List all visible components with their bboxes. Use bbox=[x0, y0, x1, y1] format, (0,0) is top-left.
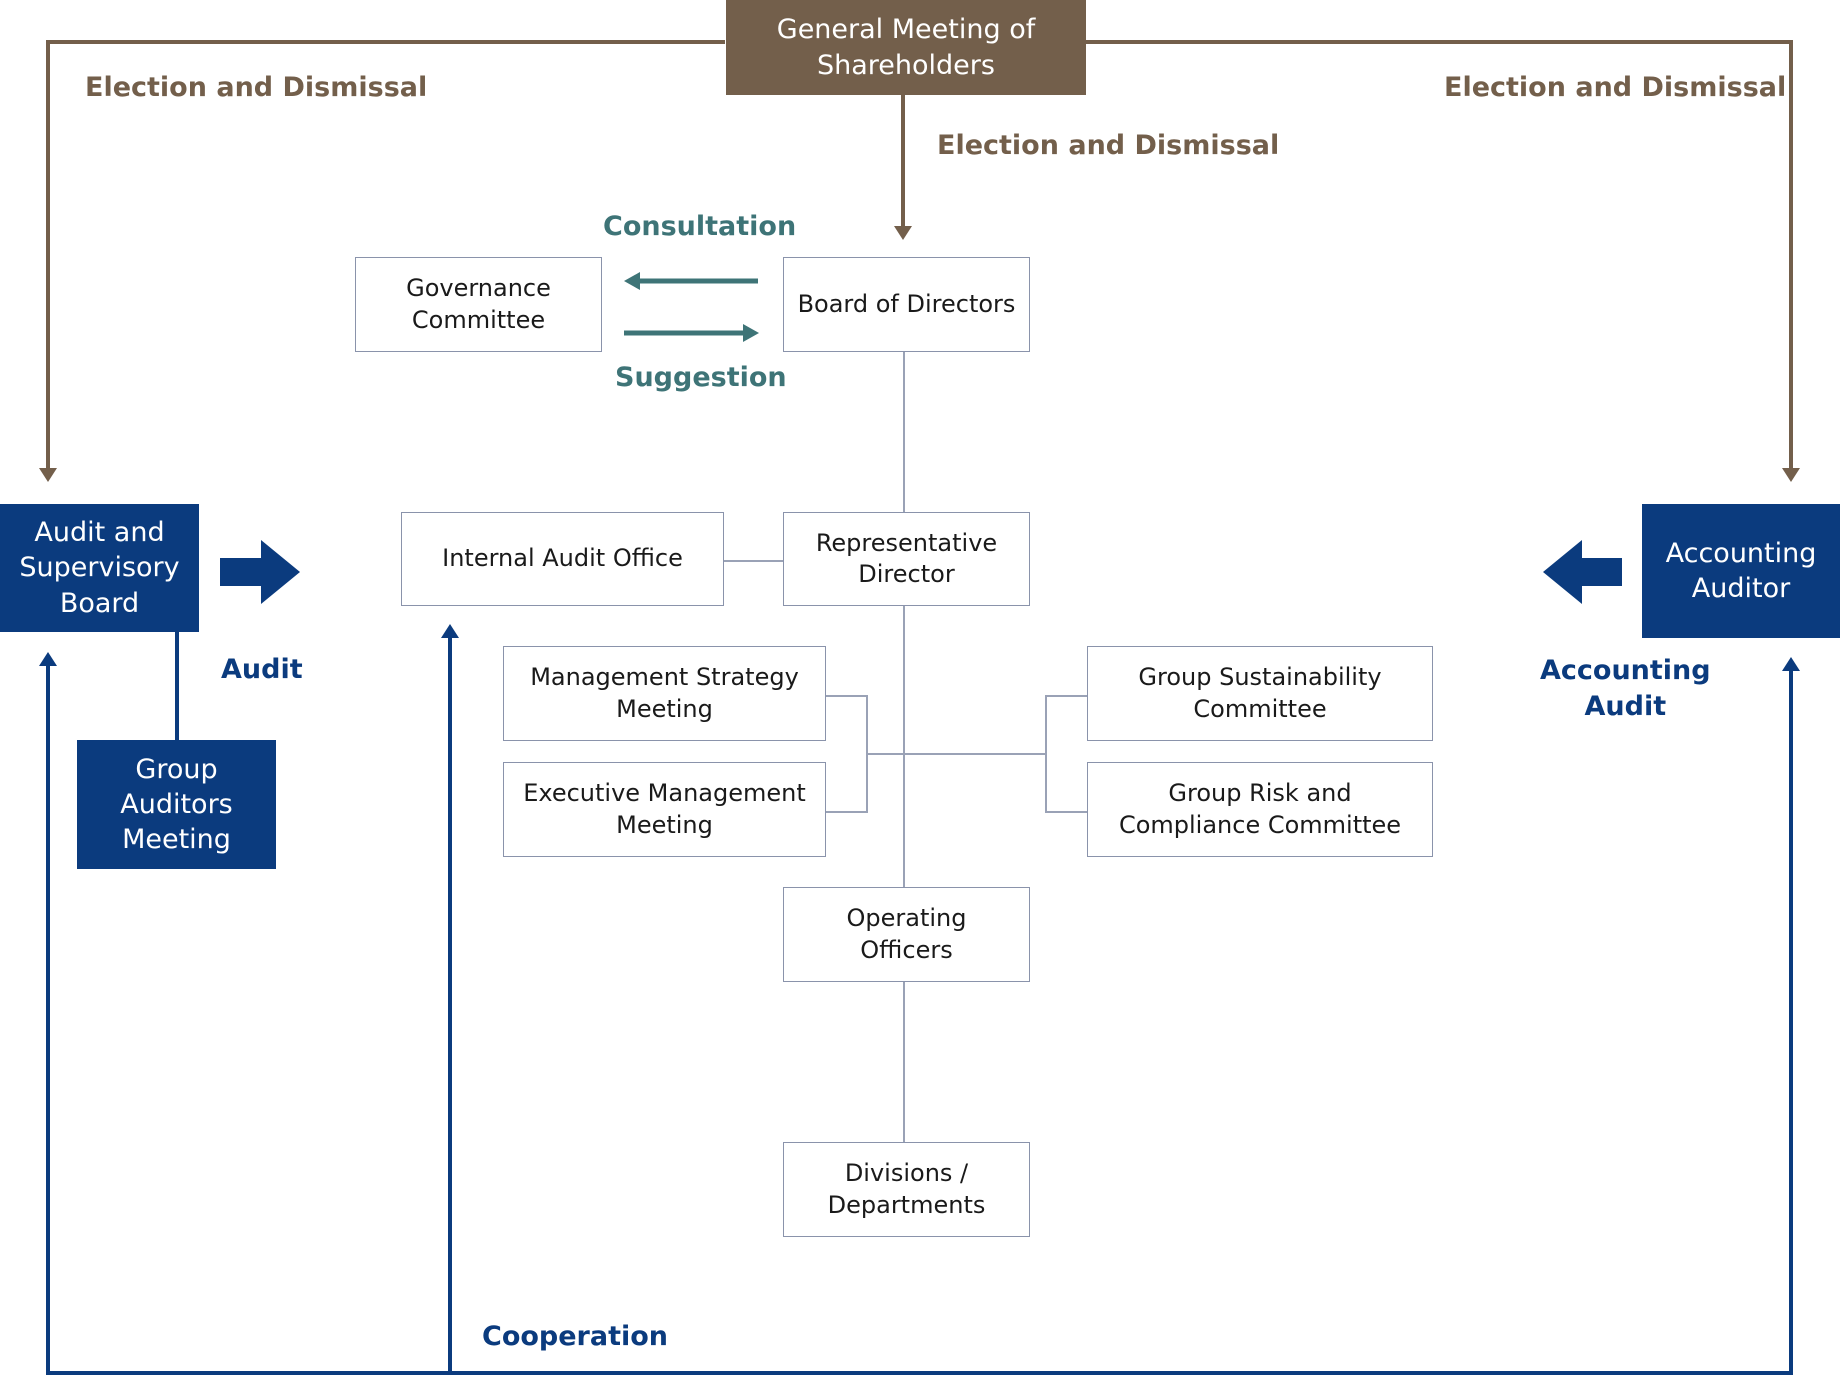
group-risk-compliance-committee-box: Group Risk and Compliance Committee bbox=[1087, 762, 1433, 857]
accounting-auditor-box: Accounting Auditor bbox=[1642, 504, 1840, 638]
representative-director-box: Representative Director bbox=[783, 512, 1030, 606]
cooperation-arrowhead-internal-audit bbox=[441, 624, 459, 638]
election-dismissal-label-center: Election and Dismissal bbox=[937, 130, 1280, 161]
accounting-audit-block-arrow bbox=[1543, 540, 1622, 604]
connector-left-bracket bbox=[826, 695, 868, 813]
operating-officers-box: Operating Officers bbox=[783, 887, 1030, 982]
accounting-audit-label: Accounting Audit bbox=[1540, 655, 1711, 722]
divisions-departments-box: Divisions / Departments bbox=[783, 1142, 1030, 1237]
suggestion-arrowhead bbox=[743, 324, 759, 342]
audit-supervisory-board-box: Audit and Supervisory Board bbox=[0, 504, 199, 632]
cooperation-label: Cooperation bbox=[482, 1321, 669, 1352]
election-dismissal-label-left: Election and Dismissal bbox=[85, 72, 428, 103]
cooperation-arrowhead-left bbox=[39, 652, 57, 666]
consultation-label: Consultation bbox=[603, 211, 797, 242]
election-arrowhead-right bbox=[1782, 468, 1800, 482]
audit-label: Audit bbox=[221, 654, 303, 685]
election-dismissal-label-right: Election and Dismissal bbox=[1444, 72, 1787, 103]
cooperation-line bbox=[46, 665, 1793, 1375]
board-of-directors-box: Board of Directors bbox=[783, 257, 1030, 352]
group-auditors-meeting-box: Group Auditors Meeting bbox=[77, 740, 276, 869]
shareholders-box: General Meeting of Shareholders bbox=[726, 0, 1086, 95]
management-strategy-meeting-box: Management Strategy Meeting bbox=[503, 646, 826, 741]
consultation-arrowhead bbox=[624, 272, 640, 290]
audit-block-arrow bbox=[220, 540, 300, 604]
connector-right-bracket bbox=[1045, 695, 1087, 813]
suggestion-label: Suggestion bbox=[615, 362, 787, 393]
election-arrowhead-left bbox=[39, 468, 57, 482]
election-line-left bbox=[46, 40, 725, 470]
governance-committee-box: Governance Committee bbox=[355, 257, 602, 352]
election-line-right bbox=[1086, 40, 1793, 470]
cooperation-arrowhead-right bbox=[1782, 657, 1800, 671]
internal-audit-office-box: Internal Audit Office bbox=[401, 512, 724, 606]
executive-management-meeting-box: Executive Management Meeting bbox=[503, 762, 826, 857]
election-arrowhead-center bbox=[894, 226, 912, 240]
group-sustainability-committee-box: Group Sustainability Committee bbox=[1087, 646, 1433, 741]
